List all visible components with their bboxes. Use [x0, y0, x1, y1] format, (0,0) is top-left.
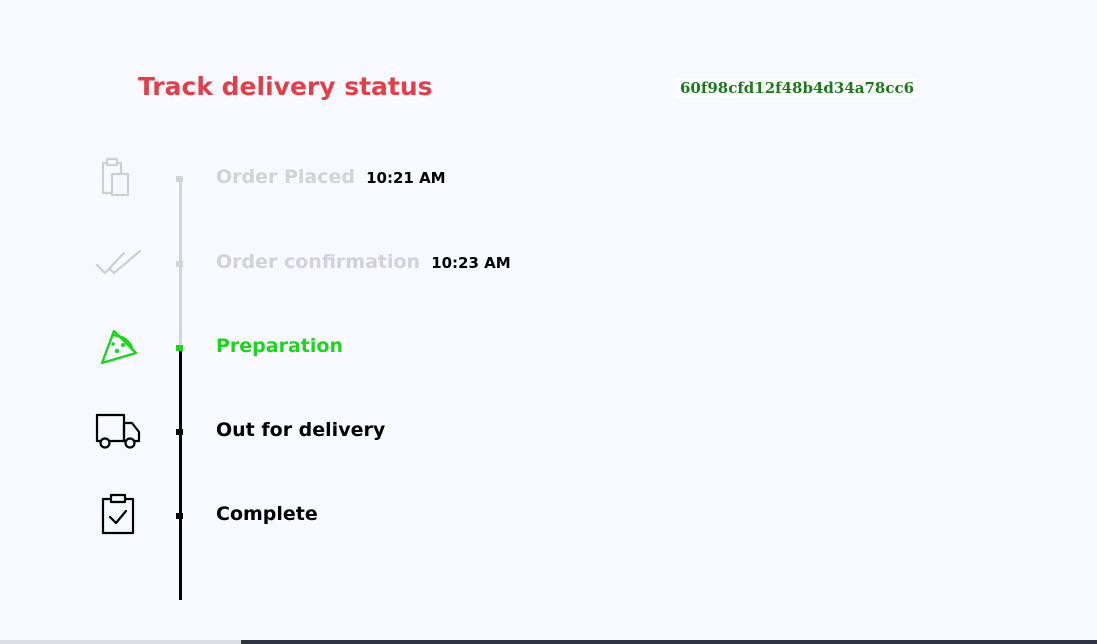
page-title: Track delivery status — [138, 72, 433, 101]
window-bottom-edge-left — [0, 640, 241, 644]
step-order-confirmation: Order confirmation 10:23 AM — [0, 239, 700, 289]
step-order-placed: Order Placed 10:21 AM — [0, 154, 700, 204]
window-bottom-edge — [0, 640, 1097, 644]
step-out-for-delivery: Out for delivery — [0, 407, 700, 457]
pizza-icon — [92, 323, 144, 373]
step-label: Order Placed — [216, 166, 356, 188]
step-marker — [176, 261, 183, 267]
step-label: Out for delivery — [216, 419, 386, 441]
step-complete: Complete — [0, 491, 700, 541]
step-marker — [176, 513, 183, 519]
clipboard-check-icon — [92, 491, 144, 541]
step-label: Order confirmation — [216, 251, 421, 273]
timeline-line-pending — [179, 350, 182, 600]
step-label: Complete — [216, 503, 318, 525]
step-marker — [176, 176, 183, 182]
step-preparation: Preparation — [0, 323, 700, 373]
step-marker — [176, 345, 183, 351]
step-time: 10:23 AM — [431, 254, 511, 272]
step-time: 10:21 AM — [366, 169, 446, 187]
step-marker — [176, 429, 183, 435]
step-label: Preparation — [216, 335, 343, 357]
clipboard-icon — [92, 154, 144, 204]
double-check-icon — [92, 239, 144, 289]
order-id: 60f98cfd12f48b4d34a78cc6 — [677, 78, 918, 98]
truck-icon — [92, 407, 144, 457]
